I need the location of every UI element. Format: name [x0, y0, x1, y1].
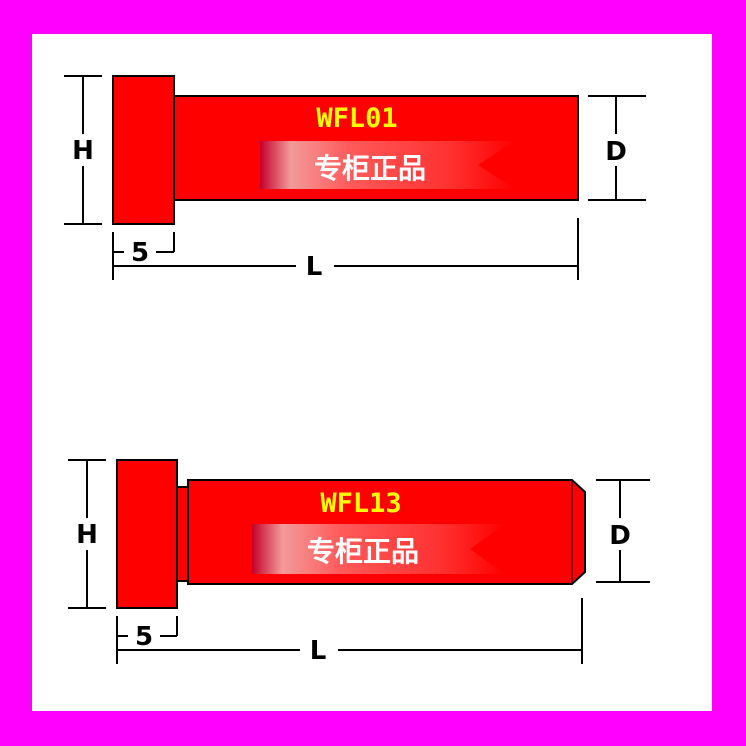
part-head	[116, 459, 178, 609]
badge-label: 专柜正品	[307, 535, 419, 568]
badge-ribbon	[252, 524, 505, 574]
dimension-h-label: H	[76, 520, 98, 550]
part-head	[112, 75, 175, 225]
dimension-d	[588, 95, 646, 201]
part-wfl01: WFL01 专柜正品 H D 5	[64, 75, 646, 282]
part-wfl13: WFL13 专柜正品 H D 5	[68, 459, 650, 666]
dimension-d-label: D	[605, 137, 627, 167]
dimension-h	[64, 75, 102, 225]
dimension-d	[596, 479, 650, 583]
badge-label: 专柜正品	[314, 152, 426, 185]
model-label: WFL01	[316, 103, 397, 134]
dimension-head-length-label: 5	[131, 238, 149, 268]
dimension-h	[68, 459, 106, 609]
dimension-h-label: H	[72, 136, 94, 166]
dimension-head-length	[112, 232, 175, 280]
dimension-l-label: L	[306, 252, 323, 282]
dimension-l	[113, 218, 579, 280]
badge-ribbon	[260, 141, 515, 189]
dimension-l	[117, 598, 583, 664]
dimension-head-length-label: 5	[135, 622, 153, 652]
dimension-l-label: L	[310, 636, 327, 666]
dimension-head-length	[116, 616, 178, 664]
model-label: WFL13	[320, 488, 401, 519]
dimension-d-label: D	[609, 521, 631, 551]
part-neck	[176, 486, 189, 582]
